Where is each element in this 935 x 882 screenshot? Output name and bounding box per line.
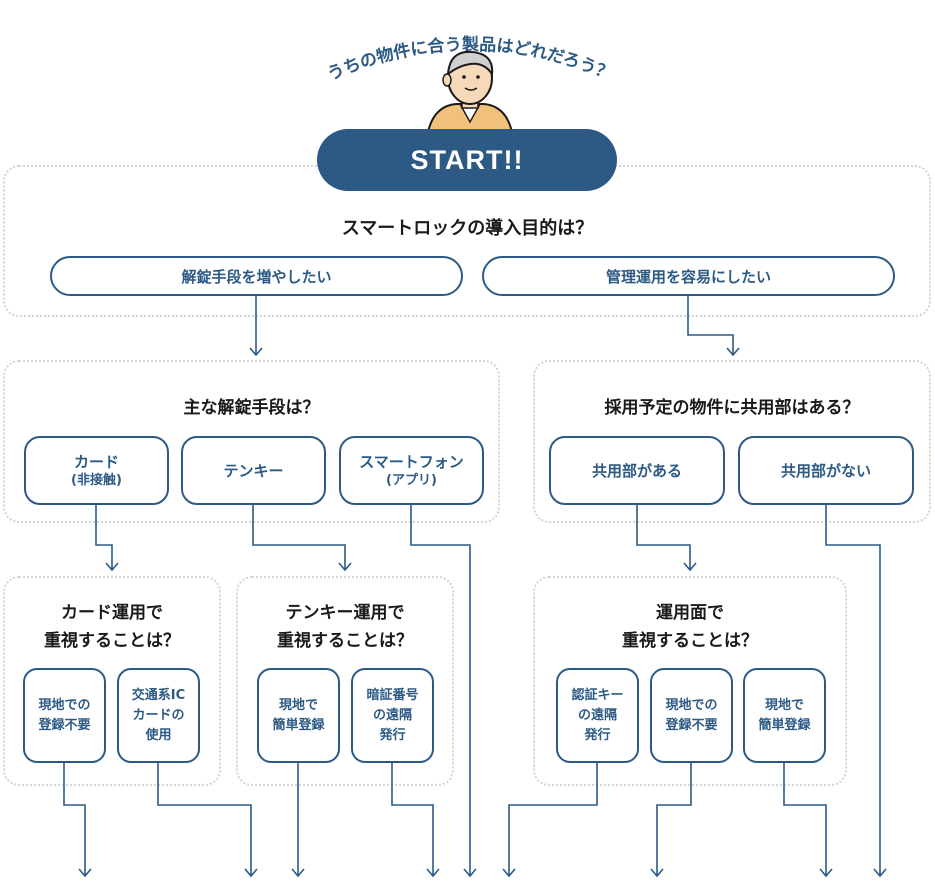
option-increase-unlock-methods[interactable]: 解錠手段を増やしたい: [50, 256, 463, 296]
opt-line: 登録不要: [38, 717, 91, 733]
opt-line: 現地での: [38, 697, 91, 713]
question-card-ops-line2: 重視することは？: [44, 631, 180, 651]
option-card-sub: (非接触): [71, 472, 122, 488]
question-purpose: スマートロックの導入目的は？: [341, 218, 594, 239]
question-card-ops-line1: カード運用で: [61, 603, 163, 623]
opt-line: 発行: [584, 727, 611, 743]
opt-line: の遠隔: [577, 707, 617, 723]
opt-line: 使用: [145, 727, 172, 743]
opt-line: 現地での: [665, 697, 718, 713]
option-smartphone[interactable]: スマートフォン (アプリ): [339, 436, 484, 505]
option-card[interactable]: カード (非接触): [24, 436, 169, 505]
option-smartphone-sub: (アプリ): [386, 472, 437, 488]
option-ops-easy-onsite[interactable]: 現地で 簡単登録: [743, 668, 826, 763]
option-no-shared-area[interactable]: 共用部がない: [738, 436, 914, 505]
option-has-shared-label: 共用部がある: [591, 461, 682, 480]
question-tenkey-ops-line2: 重視することは？: [277, 631, 413, 651]
start-button[interactable]: START!!: [317, 129, 617, 191]
opt-line: 交通系IC: [131, 687, 186, 703]
opt-line: カードの: [132, 707, 185, 723]
person-illustration: [426, 50, 514, 132]
opt-line: 暗証番号: [366, 687, 419, 703]
opt-line: 現地で: [278, 697, 318, 713]
option-card-transit-ic[interactable]: 交通系IC カードの 使用: [117, 668, 200, 763]
option-ops-no-onsite-registration[interactable]: 現地での 登録不要: [650, 668, 733, 763]
option-tenkey-remote-pin[interactable]: 暗証番号 の遠隔 発行: [351, 668, 434, 763]
option-ops-remote-key[interactable]: 認証キー の遠隔 発行: [556, 668, 639, 763]
option-card-no-onsite-registration[interactable]: 現地での 登録不要: [23, 668, 106, 763]
option-no-shared-label: 共用部がない: [780, 461, 871, 480]
opt-line: 現地で: [764, 697, 804, 713]
option-tenkey-label: テンキー: [223, 461, 284, 480]
opt-line: 認証キー: [571, 687, 624, 703]
opt-line: の遠隔: [372, 707, 412, 723]
opt-line: 発行: [379, 727, 406, 743]
question-main-unlock: 主な解錠手段は？: [183, 398, 320, 418]
question-shared-area: 採用予定の物件に共用部はある？: [604, 398, 860, 418]
option-tenkey-easy-onsite[interactable]: 現地で 簡単登録: [257, 668, 340, 763]
option-has-shared-area[interactable]: 共用部がある: [549, 436, 725, 505]
opt-line: 登録不要: [665, 717, 718, 733]
question-tenkey-ops-line1: テンキー運用で: [285, 603, 405, 623]
question-ops-face-line2: 重視することは？: [622, 631, 758, 651]
question-ops-face-line1: 運用面で: [656, 603, 724, 623]
opt-line: 簡単登録: [272, 717, 325, 733]
option-tenkey[interactable]: テンキー: [181, 436, 326, 505]
opt-line: 簡単登録: [758, 717, 811, 733]
option-card-label: カード: [73, 452, 119, 471]
option-smartphone-label: スマートフォン: [359, 452, 464, 471]
option-easy-management[interactable]: 管理運用を容易にしたい: [482, 256, 895, 296]
